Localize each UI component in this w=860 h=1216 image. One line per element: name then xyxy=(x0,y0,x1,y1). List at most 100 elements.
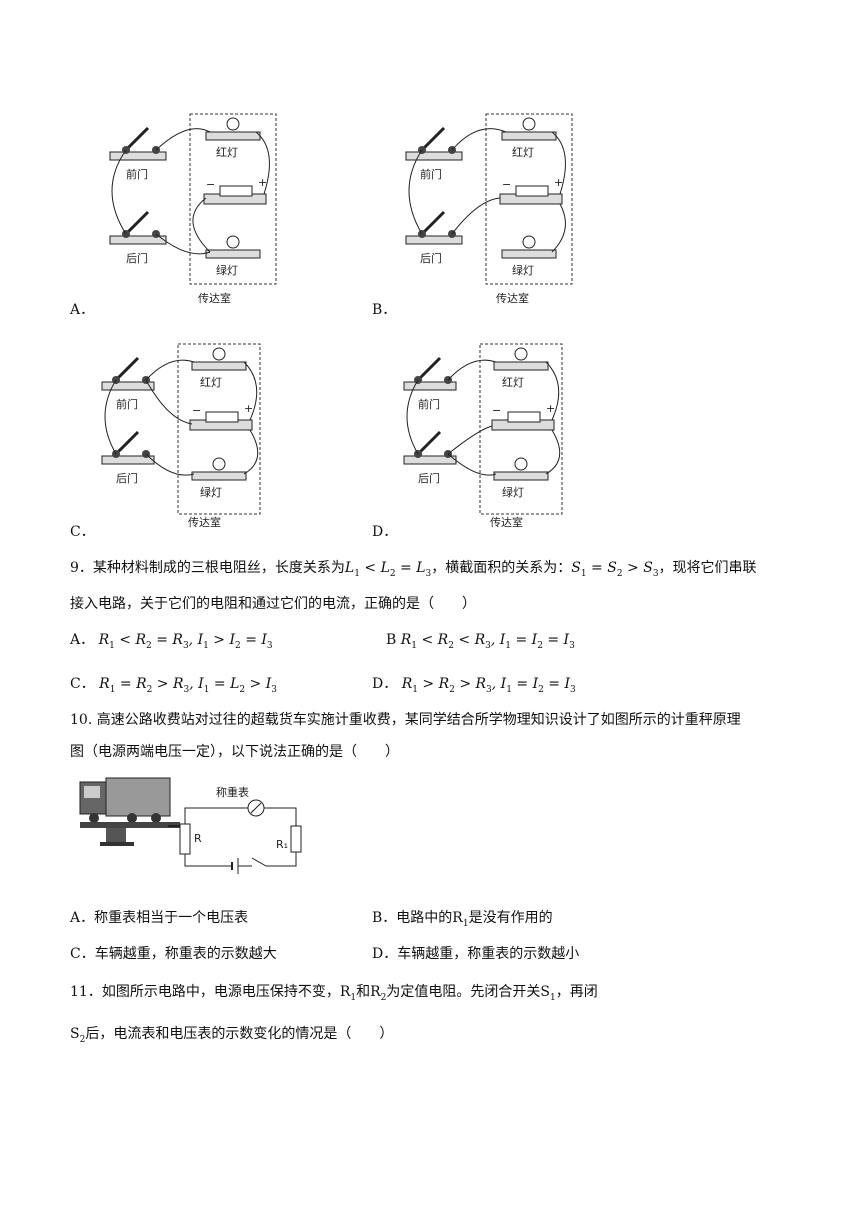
q9-area-relation: S1 = S2 > S3 xyxy=(571,560,659,579)
battery-plus: + xyxy=(554,176,563,189)
front-door-label: 前门 xyxy=(420,167,442,181)
q11-s2-symbol: S2 xyxy=(70,1026,86,1045)
green-lamp xyxy=(191,457,247,481)
q11-stem-line2: S2后，电流表和电压表的示数变化的情况是（ ） xyxy=(70,1024,393,1050)
front-door-label: 前门 xyxy=(116,397,138,411)
back-door-switch xyxy=(403,430,457,465)
q10-option-b-part1: B．电路中的 xyxy=(372,910,453,926)
q9-stem-line1: 9．某种材料制成的三根电阻丝，长度关系为L1 < L2 = L3，横截面积的关系… xyxy=(70,558,757,584)
q11-r1-symbol: R1 xyxy=(339,984,357,1003)
battery xyxy=(491,411,555,431)
circuit-diagram-b: 前门 后门 红灯 − + 绿灯 传达室 xyxy=(405,113,573,305)
battery-minus: − xyxy=(206,178,215,191)
green-lamp-label: 绿灯 xyxy=(200,485,222,499)
q10-option-d: D．车辆越重，称重表的示数越小 xyxy=(372,946,580,962)
battery-plus: + xyxy=(258,176,267,189)
green-lamp xyxy=(205,235,261,259)
q10-stem-line1: 10. 高速公路收费站对过往的超载货车实施计重收费，某同学结合所学物理知识设计了… xyxy=(70,712,741,728)
resistor-r1-label: R₁ xyxy=(276,838,288,851)
battery-plus: + xyxy=(244,402,253,415)
option-a-letter: A． xyxy=(70,302,95,318)
figure-option-a: 前门 后门 红灯 − + 绿灯 传达室 xyxy=(98,110,288,310)
green-lamp-label: 绿灯 xyxy=(512,263,534,277)
room-label: 传达室 xyxy=(490,515,523,529)
q10-stem-line2: 图（电源两端电压一定），以下说法正确的是（ ） xyxy=(70,744,399,760)
q11-stem-part3: 为定值电阻。先闭合开关 xyxy=(386,984,541,1000)
option-b-letter: B． xyxy=(372,302,397,318)
switch xyxy=(251,857,267,867)
green-lamp-label: 绿灯 xyxy=(216,263,238,277)
option-c-letter: C． xyxy=(70,524,95,540)
resistor-r xyxy=(179,823,191,855)
battery-minus: − xyxy=(502,178,511,191)
weighing-circuit-diagram: R 称重表 R₁ xyxy=(79,777,302,874)
weight-meter-label: 称重表 xyxy=(216,785,249,799)
red-lamp-label: 红灯 xyxy=(200,376,222,389)
figure-option-b: 前门 后门 红灯 − + 绿灯 传达室 xyxy=(398,110,588,310)
room-box xyxy=(177,343,261,515)
back-door-label: 后门 xyxy=(420,251,442,265)
red-lamp xyxy=(205,117,261,141)
room-label: 传达室 xyxy=(188,515,221,529)
q9-option-d-label: D． xyxy=(372,676,398,692)
battery-minus: − xyxy=(192,404,201,417)
truck-image xyxy=(79,777,171,823)
resistor-r-label: R xyxy=(194,832,202,845)
q9-option-b-label: B xyxy=(386,632,397,648)
red-lamp-label: 红灯 xyxy=(216,146,238,159)
q10-figure: R 称重表 R₁ xyxy=(76,776,312,876)
figure-option-d: 前门 后门 红灯 − + 绿灯 传达室 xyxy=(398,340,588,530)
q11-stem-part4: ，再闭 xyxy=(555,984,598,1000)
red-lamp-label: 红灯 xyxy=(502,376,524,389)
circuit-diagram-c: 前门 后门 红灯 − + 绿灯 传达室 xyxy=(101,343,261,529)
back-door-switch xyxy=(405,210,463,245)
red-lamp-label: 红灯 xyxy=(512,146,534,159)
q9-option-c: C． R1 = R2 > R3, I1 = L2 > I3 xyxy=(70,674,277,700)
front-door-label: 前门 xyxy=(126,167,148,181)
q11-r2-symbol: R2 xyxy=(370,984,387,1003)
q10-option-b-symbol: R1 xyxy=(452,910,469,929)
q9-option-c-label: C． xyxy=(70,676,95,692)
q9-stem-line2: 接入电路，关于它们的电阻和通过它们的电流，正确的是（ ） xyxy=(70,596,476,612)
battery-plus: + xyxy=(546,402,555,415)
room-box xyxy=(479,343,563,515)
q11-stem-part5: 后，电流表和电压表的示数变化的情况是（ ） xyxy=(85,1026,394,1042)
q11-stem-part1: 11．如图所示电路中，电源电压保持不变， xyxy=(70,984,340,1000)
resistor-r1 xyxy=(290,825,302,853)
back-door-label: 后门 xyxy=(418,471,440,485)
q9-option-a: A． R1 < R2 = R3, I1 > I2 = I3 xyxy=(70,630,273,656)
q9-stem-part2: ，横截面积的关系为： xyxy=(431,560,572,576)
q9-length-relation: L1 < L2 = L3 xyxy=(344,560,432,579)
room-box xyxy=(189,113,277,285)
green-lamp-label: 绿灯 xyxy=(502,485,524,499)
q9-option-d: D． R1 > R2 > R3, I1 = I2 = I3 xyxy=(372,674,576,700)
q9-stem-part1: 9．某种材料制成的三根电阻丝，长度关系为 xyxy=(70,560,345,576)
red-lamp xyxy=(493,347,549,371)
q9-option-d-formula: R1 > R2 > R3, I1 = I2 = I3 xyxy=(401,676,576,695)
circuit-diagram-a: 前门 后门 红灯 − + 绿灯 传达室 xyxy=(109,113,277,305)
q9-option-b-formula: R1 < R2 < R3, I1 = I2 = I3 xyxy=(400,632,575,651)
scale-platform xyxy=(80,822,180,846)
red-lamp xyxy=(501,117,557,141)
green-lamp xyxy=(501,235,557,259)
back-door-switch xyxy=(101,430,155,465)
q9-option-a-formula: R1 < R2 = R3, I1 > I2 = I3 xyxy=(98,632,273,651)
q11-stem-line1: 11．如图所示电路中，电源电压保持不变，R1和R2为定值电阻。先闭合开关S1，再… xyxy=(70,982,598,1008)
room-label: 传达室 xyxy=(496,291,529,305)
option-d-letter: D． xyxy=(372,524,398,540)
q10-option-b-part2: 是没有作用的 xyxy=(468,910,553,926)
room-label: 传达室 xyxy=(198,291,231,305)
front-door-label: 前门 xyxy=(418,397,440,411)
q10-option-b: B．电路中的R1是没有作用的 xyxy=(372,908,553,934)
q9-option-a-label: A． xyxy=(70,632,95,648)
back-door-label: 后门 xyxy=(116,471,138,485)
q11-s1-symbol: S1 xyxy=(540,984,556,1003)
battery xyxy=(189,411,253,431)
battery-minus: − xyxy=(492,404,501,417)
q9-option-b: B R1 < R2 < R3, I1 = I2 = I3 xyxy=(386,630,575,656)
q11-stem-part2: 和 xyxy=(356,984,371,1000)
room-box xyxy=(485,113,573,285)
circuit-diagram-d: 前门 后门 红灯 − + 绿灯 传达室 xyxy=(403,343,563,529)
figure-option-c: 前门 后门 红灯 − + 绿灯 传达室 xyxy=(98,340,288,530)
front-door-switch xyxy=(405,126,463,161)
